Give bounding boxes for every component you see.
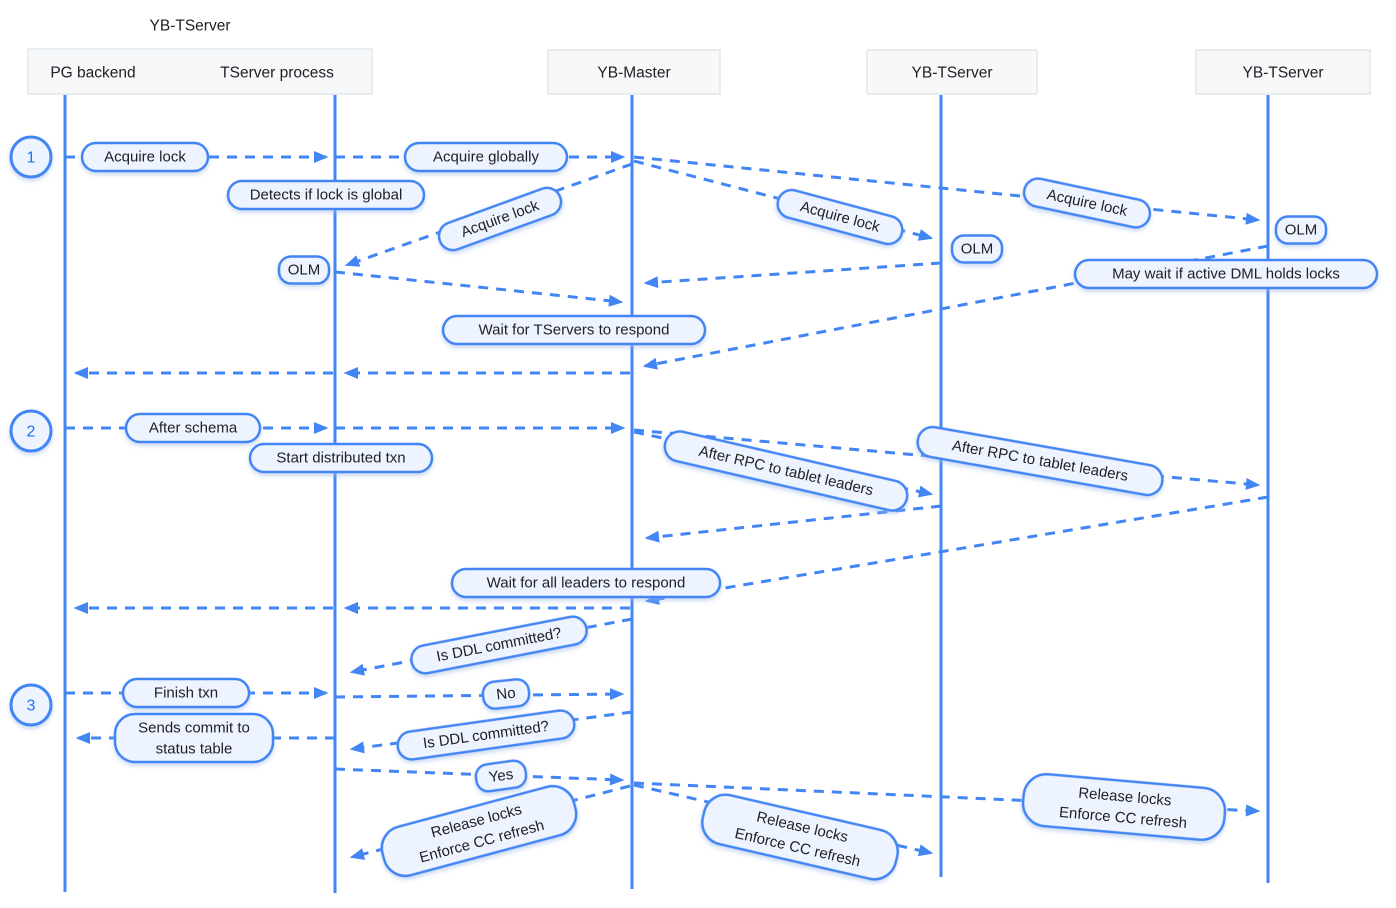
arrow-is-ddl-committed-1-master-to-tsproc: [349, 617, 633, 676]
step-badge-3-circle: [9, 683, 53, 727]
label-acquire-lock-2: Acquire lock: [437, 186, 563, 252]
label-wait-tservers: Wait for TServers to respond: [441, 314, 707, 346]
label-detects-global: Detects if lock is global: [226, 179, 426, 211]
svg-text:Yes: Yes: [488, 766, 515, 786]
participant-box-tserver3-rect: [1195, 49, 1371, 95]
label-no-pill: [481, 678, 531, 710]
arrow-olm-tsproc-to-master: [334, 270, 624, 307]
label-release-3: Release locks Enforce CC refresh: [1021, 772, 1227, 842]
label-may-wait-pill: [1073, 258, 1379, 290]
arrow-leader-respond-tserver3-to-master: [644, 495, 1269, 605]
svg-text:Wait for all leaders to respon: Wait for all leaders to respond: [487, 575, 686, 592]
svg-text:OLM: OLM: [288, 262, 321, 279]
svg-text:OLM: OLM: [1285, 222, 1318, 239]
label-after-schema-pill: [124, 412, 262, 444]
participant-box-master-rect: [547, 49, 721, 95]
label-olm-1-pill: [277, 255, 331, 285]
label-start-distributed-txn-pill: [248, 442, 434, 474]
label-olm-3: OLM: [1274, 215, 1328, 245]
arrow-acquire-lock-master-to-tserver3: [633, 155, 1261, 225]
label-is-ddl-committed-1: Is DDL committed?: [410, 615, 588, 675]
participant-box-tserver2: YB-TServer: [866, 49, 1038, 95]
step-badge-2-circle: [9, 409, 53, 453]
participant-box-tserver3: YB-TServer: [1195, 49, 1371, 95]
svg-text:Wait for TServers to respond: Wait for TServers to respond: [479, 322, 670, 339]
label-after-rpc-1-pill: [663, 430, 909, 512]
label-acquire-lock-3: Acquire lock: [776, 188, 904, 246]
participant-group-box: PG backend TServer process: [27, 48, 373, 95]
label-sends-commit: Sends commit to status table: [113, 712, 275, 764]
label-start-distributed-txn: Start distributed txn: [248, 442, 434, 474]
step-badge-2: 2: [9, 409, 53, 453]
label-acquire-globally: Acquire globally: [403, 141, 569, 173]
step-badge-1: 1: [9, 135, 53, 179]
label-yes: Yes: [474, 759, 528, 793]
svg-text:Detects if lock is global: Detects if lock is global: [250, 187, 403, 204]
step-badge-3: 3: [9, 683, 53, 727]
step-number-2: 2: [27, 424, 36, 441]
label-acquire-globally-pill: [403, 141, 569, 173]
label-no: No: [481, 678, 531, 710]
label-after-rpc-1: After RPC to tablet leaders: [663, 430, 909, 512]
label-is-ddl-committed-1-pill: [410, 615, 588, 675]
participant-label-pg-backend: PG backend: [50, 65, 135, 82]
svg-text:No: No: [496, 685, 517, 704]
step-number-3: 3: [27, 698, 36, 715]
arrow-olm-tserver2-to-master: [643, 261, 942, 289]
svg-text:May wait if active DML holds l: May wait if active DML holds locks: [1112, 266, 1340, 283]
step-number-1: 1: [27, 150, 36, 167]
label-olm-2: OLM: [950, 234, 1004, 264]
label-after-rpc-2-pill: [916, 425, 1164, 497]
label-acquire-lock-1: Acquire lock: [80, 141, 210, 173]
label-acquire-lock-4-pill: [1022, 177, 1152, 229]
arrow-may-wait-tserver3-to-master: [642, 244, 1269, 370]
label-olm-1: OLM: [277, 255, 331, 285]
participant-label-master: YB-Master: [597, 65, 670, 82]
label-olm-2-pill: [950, 234, 1004, 264]
label-after-rpc-2: After RPC to tablet leaders: [916, 425, 1164, 497]
participant-label-tserver2: YB-TServer: [912, 65, 993, 82]
svg-text:OLM: OLM: [961, 241, 994, 258]
svg-text:Acquire lock: Acquire lock: [104, 149, 186, 166]
label-release-1: Release locks Enforce CC refresh: [380, 784, 578, 878]
label-is-ddl-committed-2: Is DDL committed?: [396, 709, 576, 761]
svg-text:status table: status table: [156, 741, 233, 758]
label-after-schema: After schema: [124, 412, 262, 444]
label-yes-pill: [474, 759, 528, 793]
label-acquire-lock-1-pill: [80, 141, 210, 173]
participant-label-tserver3: YB-TServer: [1243, 65, 1324, 82]
label-may-wait: May wait if active DML holds locks: [1073, 258, 1379, 290]
label-wait-leaders: Wait for all leaders to respond: [450, 567, 722, 599]
label-wait-leaders-pill: [450, 567, 722, 599]
label-detects-global-pill: [226, 179, 426, 211]
label-sends-commit-pill: [113, 712, 275, 764]
label-olm-3-pill: [1274, 215, 1328, 245]
participant-box-tserver2-rect: [866, 49, 1038, 95]
arrow-no-tsproc-to-master: [334, 688, 625, 701]
label-release-2-pill: [701, 793, 899, 881]
step-badge-1-circle: [9, 135, 53, 179]
svg-text:After schema: After schema: [149, 420, 238, 437]
label-finish-txn: Finish txn: [121, 677, 251, 709]
label-acquire-lock-4: Acquire lock: [1022, 177, 1152, 229]
label-release-3-pill: [1021, 772, 1227, 842]
label-acquire-lock-2-pill: [437, 186, 563, 252]
participant-box-master: YB-Master: [547, 49, 721, 95]
svg-text:Finish txn: Finish txn: [154, 685, 218, 702]
arrow-release-master-to-tserver3: [633, 781, 1261, 817]
participant-box-tserver-group: [27, 48, 373, 95]
label-finish-txn-pill: [121, 677, 251, 709]
label-release-1-pill: [380, 784, 578, 878]
label-acquire-lock-3-pill: [776, 188, 904, 246]
label-wait-tservers-pill: [441, 314, 707, 346]
participant-label-tserver-process: TServer process: [220, 65, 334, 82]
label-is-ddl-committed-2-pill: [396, 709, 576, 761]
svg-text:Sends commit to: Sends commit to: [138, 720, 250, 737]
group-title: YB-TServer: [150, 18, 231, 35]
arrow-yes-tsproc-to-master: [334, 767, 625, 786]
label-release-2: Release locks Enforce CC refresh: [701, 793, 899, 881]
svg-text:Start distributed txn: Start distributed txn: [276, 450, 405, 467]
svg-text:Acquire globally: Acquire globally: [433, 149, 539, 166]
arrow-leader-respond-tserver2-to-master: [644, 504, 942, 543]
